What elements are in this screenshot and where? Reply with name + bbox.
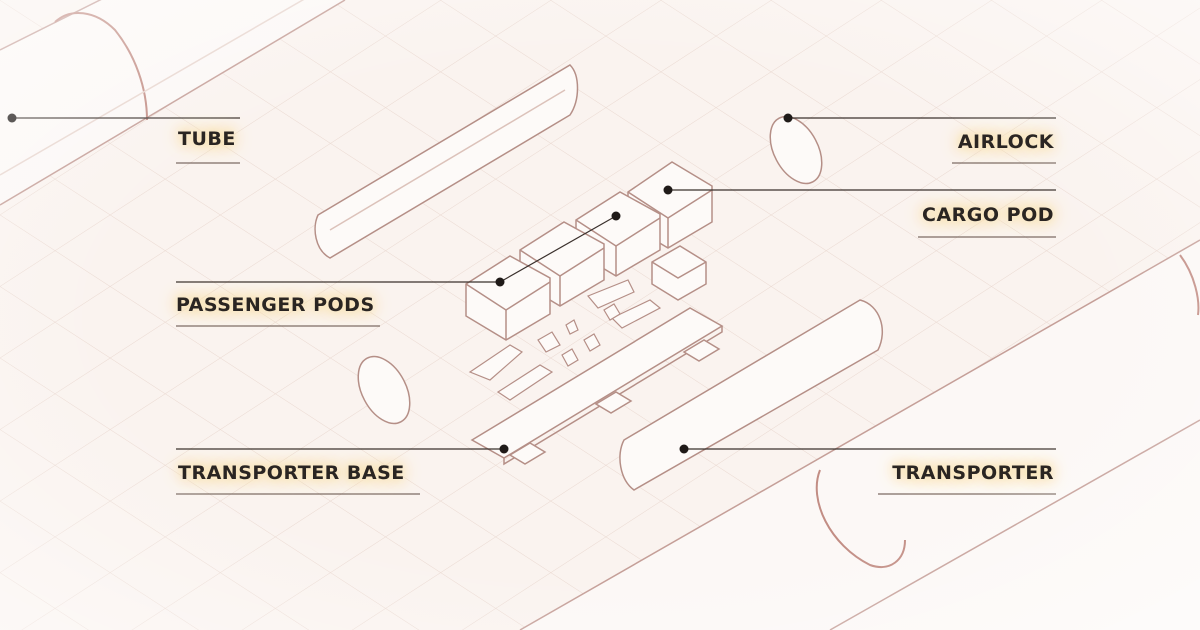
label-airlock: AIRLOCK — [957, 131, 1054, 153]
label-cargo-pod: CARGO POD — [922, 204, 1054, 226]
label-transporter: TRANSPORTER — [892, 462, 1054, 484]
label-tube: TUBE — [178, 128, 236, 150]
label-transporter-base: TRANSPORTER BASE — [178, 462, 405, 484]
label-passenger-pods: PASSENGER PODS — [176, 294, 375, 316]
